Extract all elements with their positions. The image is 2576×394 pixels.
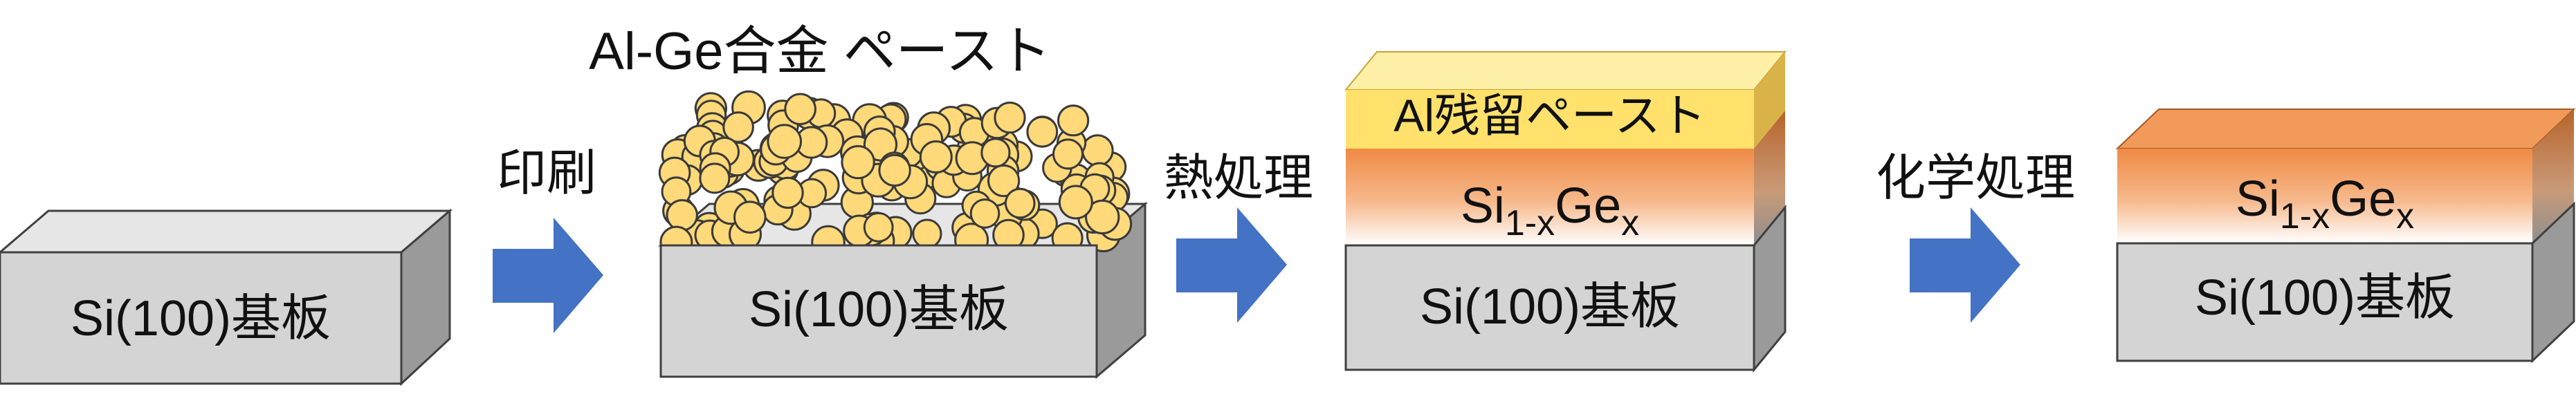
step-3: 化学処理 xyxy=(1876,151,2075,323)
paste-particle xyxy=(1004,187,1036,219)
al-ge-particles xyxy=(658,90,1133,260)
paste-particle xyxy=(733,200,767,234)
residual-paste-top xyxy=(1344,51,1787,91)
paste-particle xyxy=(863,212,894,243)
stage-1-bare-substrate: Si(100)基板 xyxy=(0,208,453,386)
sige-layer-4-top xyxy=(2115,109,2576,149)
sige-layer-3-label: Si1-xGex xyxy=(1461,178,1639,243)
paste-particle xyxy=(912,218,942,249)
step-1-label: 印刷 xyxy=(497,146,596,201)
substrate-3-label: Si(100)基板 xyxy=(1420,279,1680,335)
step-1: 印刷 xyxy=(493,146,603,333)
substrate-4-front xyxy=(2116,242,2534,362)
substrate-2-front xyxy=(659,244,1098,378)
stage-2-paste-printed: Al-Ge合金 ペースト Si(100)基板 xyxy=(589,22,1149,379)
step-2-arrow xyxy=(1176,207,1287,323)
paste-particle xyxy=(1058,185,1093,220)
paste-particle xyxy=(1057,104,1090,137)
paste-particle xyxy=(722,111,754,143)
substrate-4-label: Si(100)基板 xyxy=(2195,270,2455,326)
step-3-label: 化学処理 xyxy=(1876,151,2075,206)
step-2: 熱処理 xyxy=(1164,151,1313,323)
step-1-arrow xyxy=(493,218,603,333)
paste-particle xyxy=(969,198,1001,229)
step-2-label: 熱処理 xyxy=(1164,151,1313,206)
substrate-1-front xyxy=(0,251,403,385)
substrate-1-top xyxy=(0,209,453,254)
sige-layer-4-front xyxy=(2117,149,2532,243)
paste-particle xyxy=(980,138,1011,168)
step-3-arrow xyxy=(1910,207,2020,323)
residual-paste-side xyxy=(1754,52,1785,149)
sige-layer-3-front xyxy=(1346,149,1754,245)
paste-particle xyxy=(699,162,731,194)
substrate-1-label: Si(100)基板 xyxy=(71,291,331,346)
paste-particle xyxy=(771,176,804,209)
paste-particle xyxy=(1026,115,1059,148)
substrate-2-label: Si(100)基板 xyxy=(749,282,1009,337)
paste-particle xyxy=(994,102,1026,134)
paste-particle xyxy=(1052,138,1084,170)
stage-3-heat-treated: Al残留ペースト Si1-xGex Si(100)基板 xyxy=(1344,51,1787,373)
paste-particle xyxy=(1081,134,1114,167)
sige-layer-4-label: Si1-xGex xyxy=(2236,171,2414,236)
residual-paste-front xyxy=(1346,90,1754,149)
paste-particle xyxy=(666,199,698,232)
paste-particle xyxy=(841,144,875,180)
paste-particle xyxy=(863,127,898,162)
paste-label: Al-Ge合金 ペースト xyxy=(589,22,1051,81)
paste-particle xyxy=(987,164,1021,198)
sige-layer-4-side xyxy=(2532,109,2574,243)
paste-particle xyxy=(767,124,802,159)
paste-particle xyxy=(919,140,953,173)
paste-particle xyxy=(878,153,911,187)
substrate-3-front xyxy=(1344,244,1755,371)
sige-layer-3-side xyxy=(1754,111,1785,245)
stage-4-chemically-treated: Si1-xGex Si(100)基板 xyxy=(2115,109,2576,364)
paste-particle xyxy=(1085,199,1120,235)
residual-paste-label: Al残留ペースト xyxy=(1394,90,1706,141)
paste-particle xyxy=(784,93,816,126)
